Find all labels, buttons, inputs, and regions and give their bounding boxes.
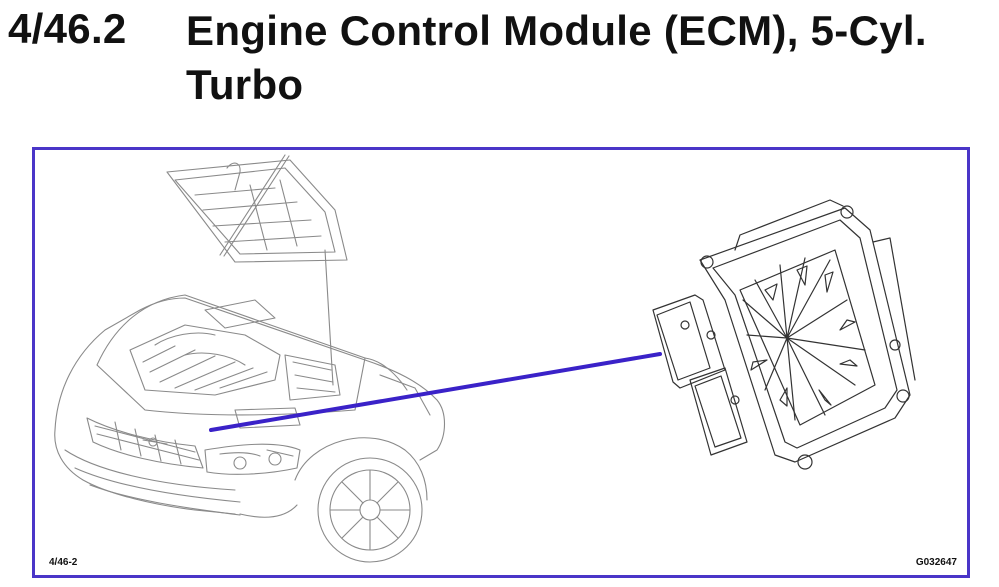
ecm-illustration <box>652 199 916 470</box>
section-title: Engine Control Module (ECM), 5-Cyl. Turb… <box>186 4 986 112</box>
car-illustration <box>54 154 446 563</box>
section-number: 4/46.2 <box>8 5 127 52</box>
figure-illustration <box>54 154 916 563</box>
figure-code-right: G032647 <box>915 557 957 568</box>
section-title-line-2: Turbo <box>186 61 304 108</box>
figure-code-left: 4/46-2 <box>49 557 78 568</box>
figure-frame: 4/46-2 G032647 <box>32 147 970 578</box>
section-title-line-1: Engine Control Module (ECM), 5-Cyl. <box>186 7 927 54</box>
leader-line <box>209 352 662 432</box>
